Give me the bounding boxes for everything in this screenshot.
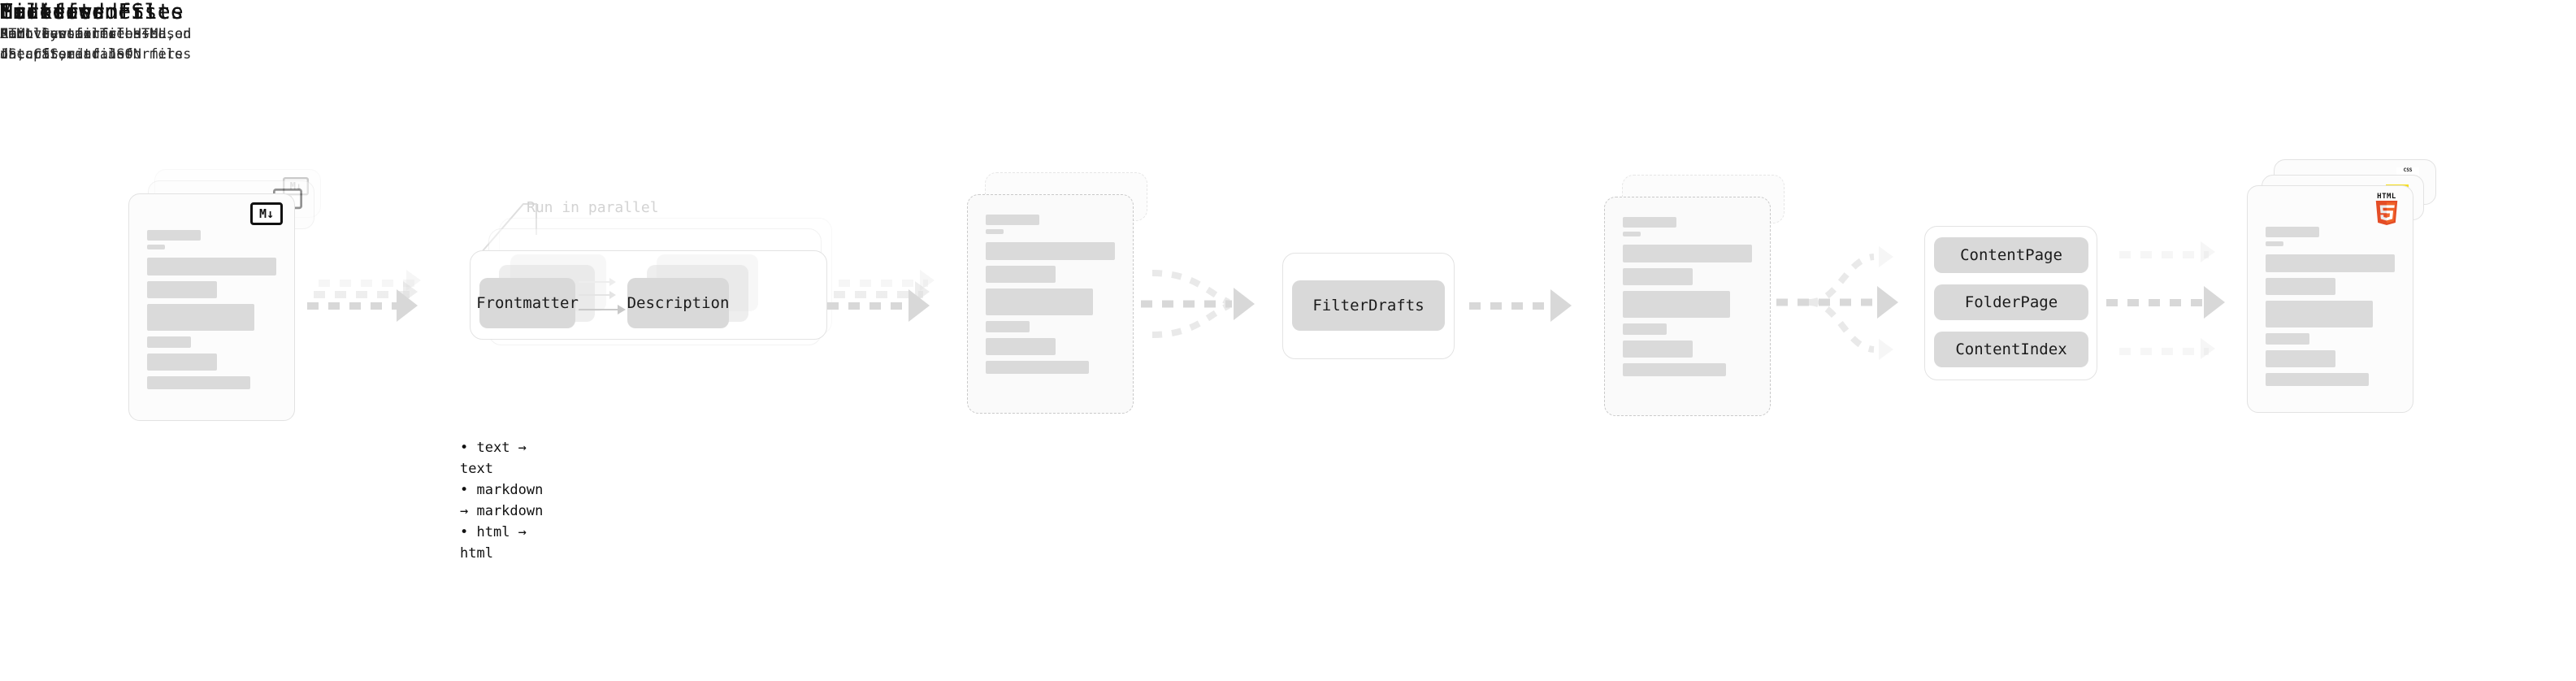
filter-chip-filterdrafts[interactable]: FilterDrafts [1292,280,1445,331]
page-title: Modified files [0,0,184,24]
list-item: • markdown → markdown [460,482,544,519]
site-file-card-html[interactable]: HTML [2247,185,2413,413]
stage-markdown-files: M↓ M↓ M↓ Markdown Files [0,0,321,421]
page-title: Emitters [0,0,106,24]
markdown-badge-letter: M [289,180,296,192]
stage-transformers: Run in parallel Frontmatter Description … [0,0,832,562]
html5-shield [2375,201,2398,225]
transform-bullet-list: • text → text • markdown → markdown • ht… [460,437,543,564]
stage-modified-files: Modified files HTML Syntax Tree + data f… [0,0,1147,414]
page-title: Generated Site [0,0,184,24]
file-content-placeholder [147,230,276,395]
markdown-file-card-front[interactable]: M↓ [128,193,295,421]
page-title: Filters [0,0,93,24]
emitter-chip-contentindex[interactable]: ContentIndex [1934,332,2088,367]
markdown-badge-letter: M [258,206,267,221]
page-title: Markdown Files [0,0,184,24]
stage-emitters: ContentPage FolderPage ContentIndex Emit… [0,0,2097,380]
stage-subtitle: Emit new files based on the parsed files [0,26,192,63]
page-title: Transformers [0,0,158,24]
list-item: • html → html [460,524,527,562]
transformer-chip-description[interactable]: Description [627,278,729,328]
html5-icon: HTML [2374,193,2400,225]
transformer-chip-frontmatter[interactable]: Frontmatter [476,278,579,328]
transformer-internal-arrows [579,278,626,314]
list-item: • text → text [460,440,527,477]
run-in-parallel-label: Run in parallel [527,199,659,216]
file-content-placeholder [1623,217,1752,382]
stage-filtered-files: Filtered files [0,0,1785,416]
stage-filters: FilterDrafts Filters Remove some files b… [0,0,1455,359]
markdown-badge-arrow: ↓ [267,206,275,221]
file-content-placeholder [986,215,1115,380]
markdown-badge-arrow: ↓ [296,180,302,192]
page-title: Filtered files [0,0,184,24]
modified-file-card-front[interactable] [967,194,1134,414]
markdown-icon: M↓ [250,202,283,225]
css-badge-label: CSS [2403,167,2413,173]
html5-wordmark: HTML [2377,193,2396,201]
stage-generated-site: CSS HTML Generated Site A collection [0,0,2436,413]
emitter-chip-contentpage[interactable]: ContentPage [1934,237,2088,273]
filtered-file-card-front[interactable] [1604,197,1771,416]
stage-subtitle: Remove some files based on criteria [0,26,192,63]
emitter-chip-folderpage[interactable]: FolderPage [1934,284,2088,320]
file-content-placeholder [2266,227,2395,392]
stage-subtitle: HTML Syntax Tree + data from transformer… [0,26,184,63]
stage-subtitle: Can transform: [0,26,117,42]
stage-subtitle: A collection of HTML, JS, CSS, and JSON … [0,26,192,63]
